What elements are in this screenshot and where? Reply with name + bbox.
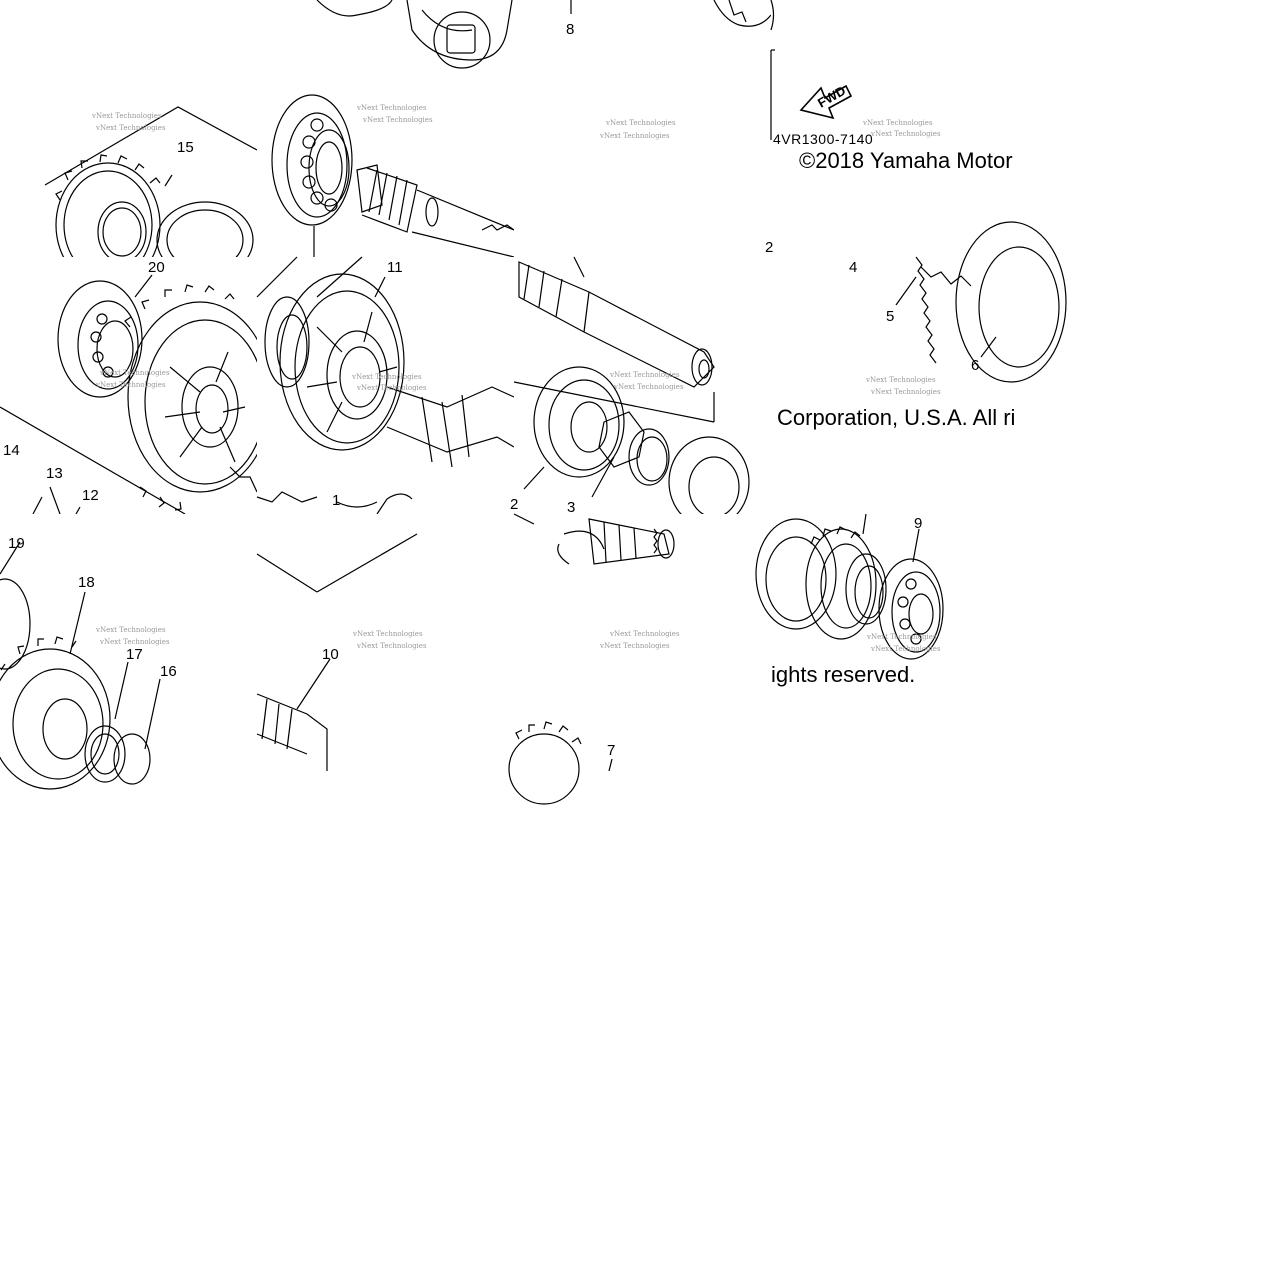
watermark-text: vNext Technologies <box>99 369 170 377</box>
callout-5: 5 <box>886 308 894 325</box>
diagram-tile-r0c0: 15 vNext Technologies vNext Technologies <box>0 0 258 288</box>
callout-2b: 2 <box>765 239 773 256</box>
diagram-tile-r0c1: vNext Technologies vNext Technologies <box>257 0 515 258</box>
watermark-text: vNext Technologies <box>356 104 427 112</box>
diagram-tile-r0c3: FWD vNext Technologies vNext Technologie… <box>765 0 1028 257</box>
callout-20: 20 <box>148 259 165 276</box>
callout-19: 19 <box>8 535 25 552</box>
diagram-tile-r1c1: 11 1 vNext Technologies vNext Technologi… <box>256 256 515 515</box>
watermark-text: vNext Technologies <box>866 633 937 641</box>
watermark-text: vNext Technologies <box>599 642 670 650</box>
callout-3: 3 <box>567 499 575 516</box>
callout-17: 17 <box>126 646 143 663</box>
diagram-tile-r0c2: 8 vNext Technologies vNext Technologies <box>514 0 772 257</box>
callout-18: 18 <box>78 574 95 591</box>
watermark-text: vNext Technologies <box>870 645 941 653</box>
callout-6: 6 <box>971 357 979 374</box>
watermark-text: vNext Technologies <box>865 376 936 384</box>
watermark-text: vNext Technologies <box>356 642 427 650</box>
diagram-tile-r2c0: 19 18 17 16 vNext Technologies vNext Tec… <box>0 514 257 790</box>
watermark-text: vNext Technologies <box>609 371 680 379</box>
callout-7: 7 <box>607 742 615 759</box>
callout-10: 10 <box>322 646 339 663</box>
watermark-text: vNext Technologies <box>91 112 162 120</box>
watermark-text: vNext Technologies <box>352 630 423 638</box>
watermark-text: vNext Technologies <box>362 116 433 124</box>
watermark-text: vNext Technologies <box>351 373 422 381</box>
callout-15: 15 <box>177 139 194 156</box>
callout-4: 4 <box>849 259 857 276</box>
diagram-tile-r1c3: 4 5 6 vNext Technologies vNext Technolog… <box>771 221 1067 514</box>
diagram-tile-r1c2: 2 3 vNext Technologies vNext Technologie… <box>510 256 771 528</box>
callout-12: 12 <box>82 487 99 504</box>
watermark-text: vNext Technologies <box>599 132 670 140</box>
diagram-tile-r2c2: 7 vNext Technologies vNext Technologies <box>508 513 771 805</box>
watermark-text: vNext Technologies <box>605 119 676 127</box>
watermark-text: vNext Technologies <box>870 388 941 396</box>
watermark-text: vNext Technologies <box>609 630 680 638</box>
watermark-text: vNext Technologies <box>95 124 166 132</box>
copyright-line-3: ights reserved. <box>771 662 916 687</box>
callout-14: 14 <box>3 442 20 459</box>
watermark-text: vNext Technologies <box>862 119 933 127</box>
callout-1: 1 <box>332 492 340 509</box>
copyright-line-2: Corporation, U.S.A. All ri <box>777 405 1016 430</box>
callout-11: 11 <box>387 259 403 276</box>
callout-9: 9 <box>914 515 922 532</box>
callout-2: 2 <box>510 496 518 513</box>
watermark-text: vNext Technologies <box>870 130 941 138</box>
diagram-tile-r2c1: 10 vNext Technologies vNext Technologies <box>256 514 514 771</box>
copyright-line-1: ©2018 Yamaha Motor <box>799 148 1013 173</box>
callout-13: 13 <box>46 465 63 482</box>
diagram-tile-r1c0: 20 14 13 12 vNext Technologies vNext Tec… <box>0 257 273 515</box>
callout-16: 16 <box>160 663 177 680</box>
watermark-text: vNext Technologies <box>95 626 166 634</box>
callout-8: 8 <box>566 21 574 38</box>
diagram-tile-r2c3: 9 vNext Technologies vNext Technologies … <box>755 513 1028 771</box>
watermark-text: vNext Technologies <box>95 381 166 389</box>
watermark-text: vNext Technologies <box>356 384 427 392</box>
watermark-text: vNext Technologies <box>613 383 684 391</box>
part-number: 4VR1300-7140 <box>773 131 874 147</box>
watermark-text: vNext Technologies <box>99 638 170 646</box>
